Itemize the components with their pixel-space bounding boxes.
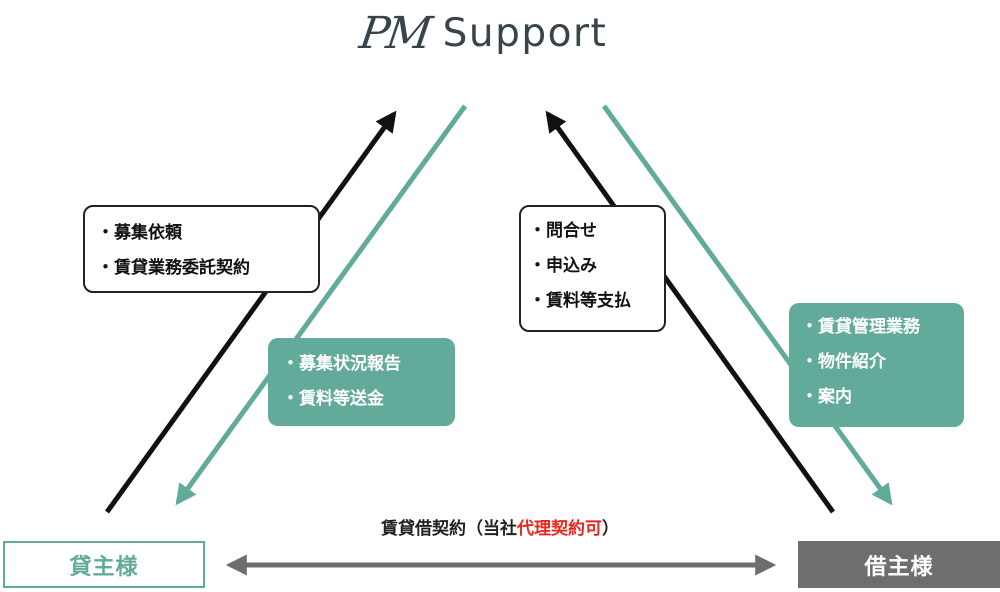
lease-contract-label: 賃貸借契約（当社代理契約可） xyxy=(0,514,1000,539)
lessee-to-pm-arrow xyxy=(545,110,836,514)
management-box: 賃貸管理業務 物件紹介 案内 xyxy=(789,303,964,427)
pm-to-lessor-arrow xyxy=(175,104,468,506)
logo-text: Support xyxy=(442,10,608,56)
management-item: 物件紹介 xyxy=(801,345,964,380)
contract-highlight: 代理契約可 xyxy=(517,519,602,539)
inquiry-box: 問合せ 申込み 賃料等支払 xyxy=(519,205,666,332)
lessor-to-pm-arrow xyxy=(104,110,397,514)
contract-prefix: 賃貸借契約（当社 xyxy=(381,519,517,539)
lessee-label: 借主様 xyxy=(798,541,1000,588)
request-box: 募集依頼 賃貸業務委託契約 xyxy=(83,205,320,293)
request-item: 賃貸業務委託契約 xyxy=(97,251,318,286)
report-box: 募集状況報告 賃料等送金 xyxy=(268,338,455,426)
report-item: 賃料等送金 xyxy=(282,382,455,417)
request-item: 募集依頼 xyxy=(97,216,318,251)
inquiry-item: 問合せ xyxy=(529,214,664,249)
inquiry-item: 申込み xyxy=(529,249,664,284)
contract-suffix: ） xyxy=(602,519,619,539)
logo-mark: PM xyxy=(356,7,433,59)
management-item: 賃貸管理業務 xyxy=(801,310,964,345)
inquiry-item: 賃料等支払 xyxy=(529,284,664,319)
pm-support-logo: PM Support xyxy=(356,2,608,64)
pm-to-lessee-arrow xyxy=(601,104,893,506)
lessor-label: 貸主様 xyxy=(3,541,205,588)
management-item: 案内 xyxy=(801,380,964,415)
report-item: 募集状況報告 xyxy=(282,347,455,382)
